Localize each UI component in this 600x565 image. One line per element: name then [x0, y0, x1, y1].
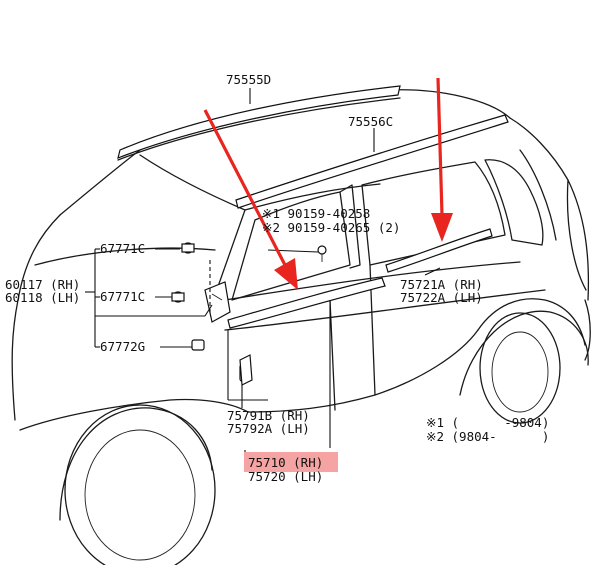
- clip-67771C-b: [171, 291, 185, 303]
- label-75791B: 75791B (RH): [227, 408, 310, 423]
- note-2: ※2 (9804- ): [426, 429, 549, 444]
- red-arrow-rear-molding: [431, 77, 453, 242]
- bolt-90159: [317, 245, 327, 262]
- label-bolt-1: ※1 90159-40258: [262, 206, 370, 221]
- label-75722A: 75722A (LH): [400, 290, 483, 305]
- label-75710: 75710 (RH): [248, 455, 323, 470]
- rear-door-molding: [385, 228, 493, 273]
- highlight-75710: [244, 452, 338, 472]
- label-75555D: 75555D: [226, 72, 271, 87]
- red-arrow-front-molding: [203, 109, 298, 290]
- front-door-molding: [227, 277, 386, 329]
- label-bolt-2: ※2 90159-40265 (2): [262, 220, 400, 235]
- label-67771C-b: 67771C: [100, 289, 145, 304]
- label-67771C-a: 67771C: [100, 241, 145, 256]
- label-67772G: 67772G: [100, 339, 145, 354]
- label-75720: 75720 (LH): [248, 469, 323, 484]
- note-1: ※1 ( -9804): [426, 415, 549, 430]
- label-60118: 60118 (LH): [5, 290, 80, 305]
- clip-67771C-a: [181, 242, 195, 254]
- car-body-outline: [11, 89, 591, 565]
- leader-lines: [85, 88, 441, 470]
- clip-67772G: [191, 339, 205, 351]
- label-75792A: 75792A (LH): [227, 421, 310, 436]
- bracket-75791B: [239, 354, 253, 386]
- label-60117: 60117 (RH): [5, 277, 80, 292]
- label-75556C: 75556C: [348, 114, 393, 129]
- label-75721A: 75721A (RH): [400, 277, 483, 292]
- roof-rail-75555D: [117, 85, 401, 159]
